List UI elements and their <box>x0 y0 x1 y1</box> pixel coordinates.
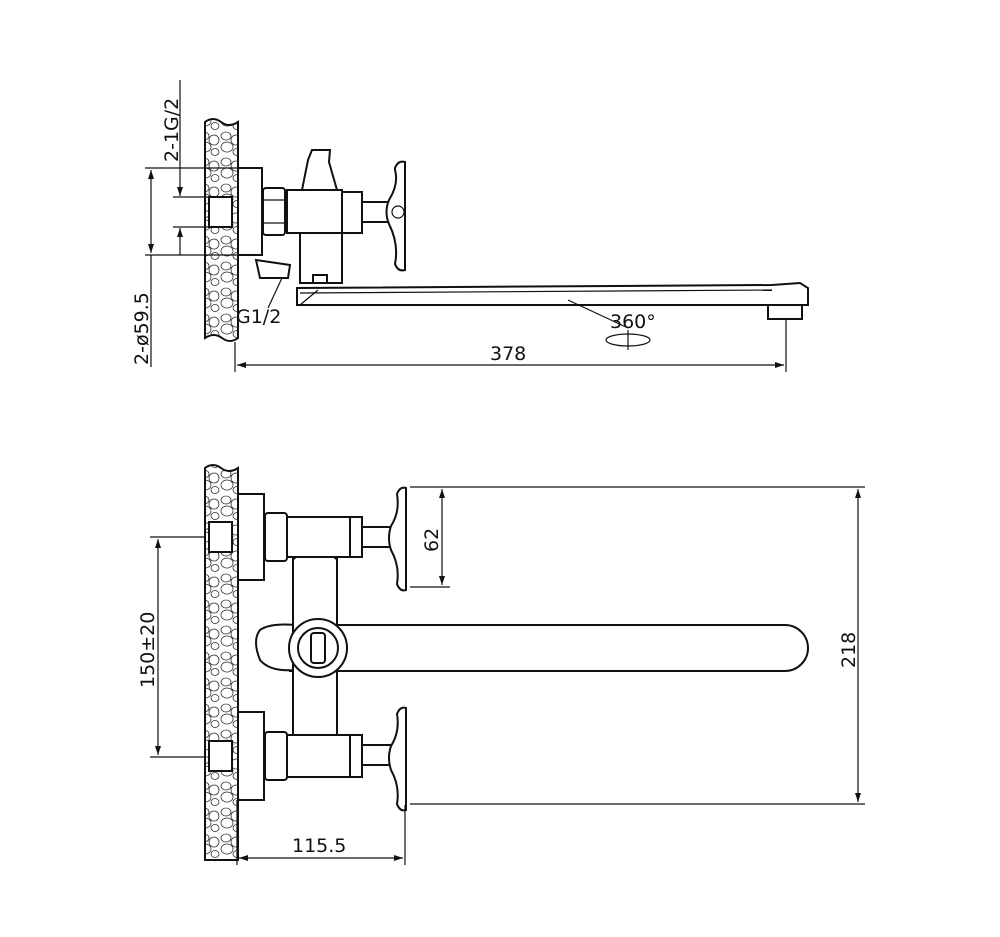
lower-hex-nut <box>264 731 288 781</box>
handle-lever <box>385 160 406 272</box>
upper-hex-nut <box>264 512 288 562</box>
flange-diameter-label: 2-ø59.5 <box>131 292 153 365</box>
lower-flange <box>237 711 265 801</box>
inlet-fitting <box>208 196 233 228</box>
spout-arm <box>296 281 809 306</box>
aerator-outlet <box>254 258 292 279</box>
spout-tip <box>767 304 803 320</box>
front-view: 62 218 150±20 115.5 <box>137 464 865 865</box>
inlet-thread-label: 2-1G/2 <box>161 98 183 162</box>
lower-handle-lever <box>388 706 407 812</box>
rotation-label: 360° <box>610 311 656 333</box>
center-distance-dimension: 150±20 <box>137 612 159 688</box>
spout-collar <box>255 623 296 672</box>
flange <box>237 167 263 256</box>
total-length-dimension: 378 <box>490 343 526 365</box>
valve-cap <box>300 149 339 191</box>
valve-body <box>286 189 343 234</box>
outlet-thread-label: G1/2 <box>236 306 281 328</box>
spout-arm <box>289 624 809 672</box>
total-height-dimension: 218 <box>838 632 860 668</box>
upper-flange <box>237 493 265 581</box>
hex-nut <box>262 187 286 236</box>
top-view: 360° G1/2 2-1G/2 2-ø59.5 378 <box>131 80 809 372</box>
projection-dimension: 115.5 <box>292 835 346 857</box>
handle-height-dimension: 62 <box>421 528 443 552</box>
wall-section <box>204 118 239 342</box>
upper-handle-lever <box>388 486 407 592</box>
